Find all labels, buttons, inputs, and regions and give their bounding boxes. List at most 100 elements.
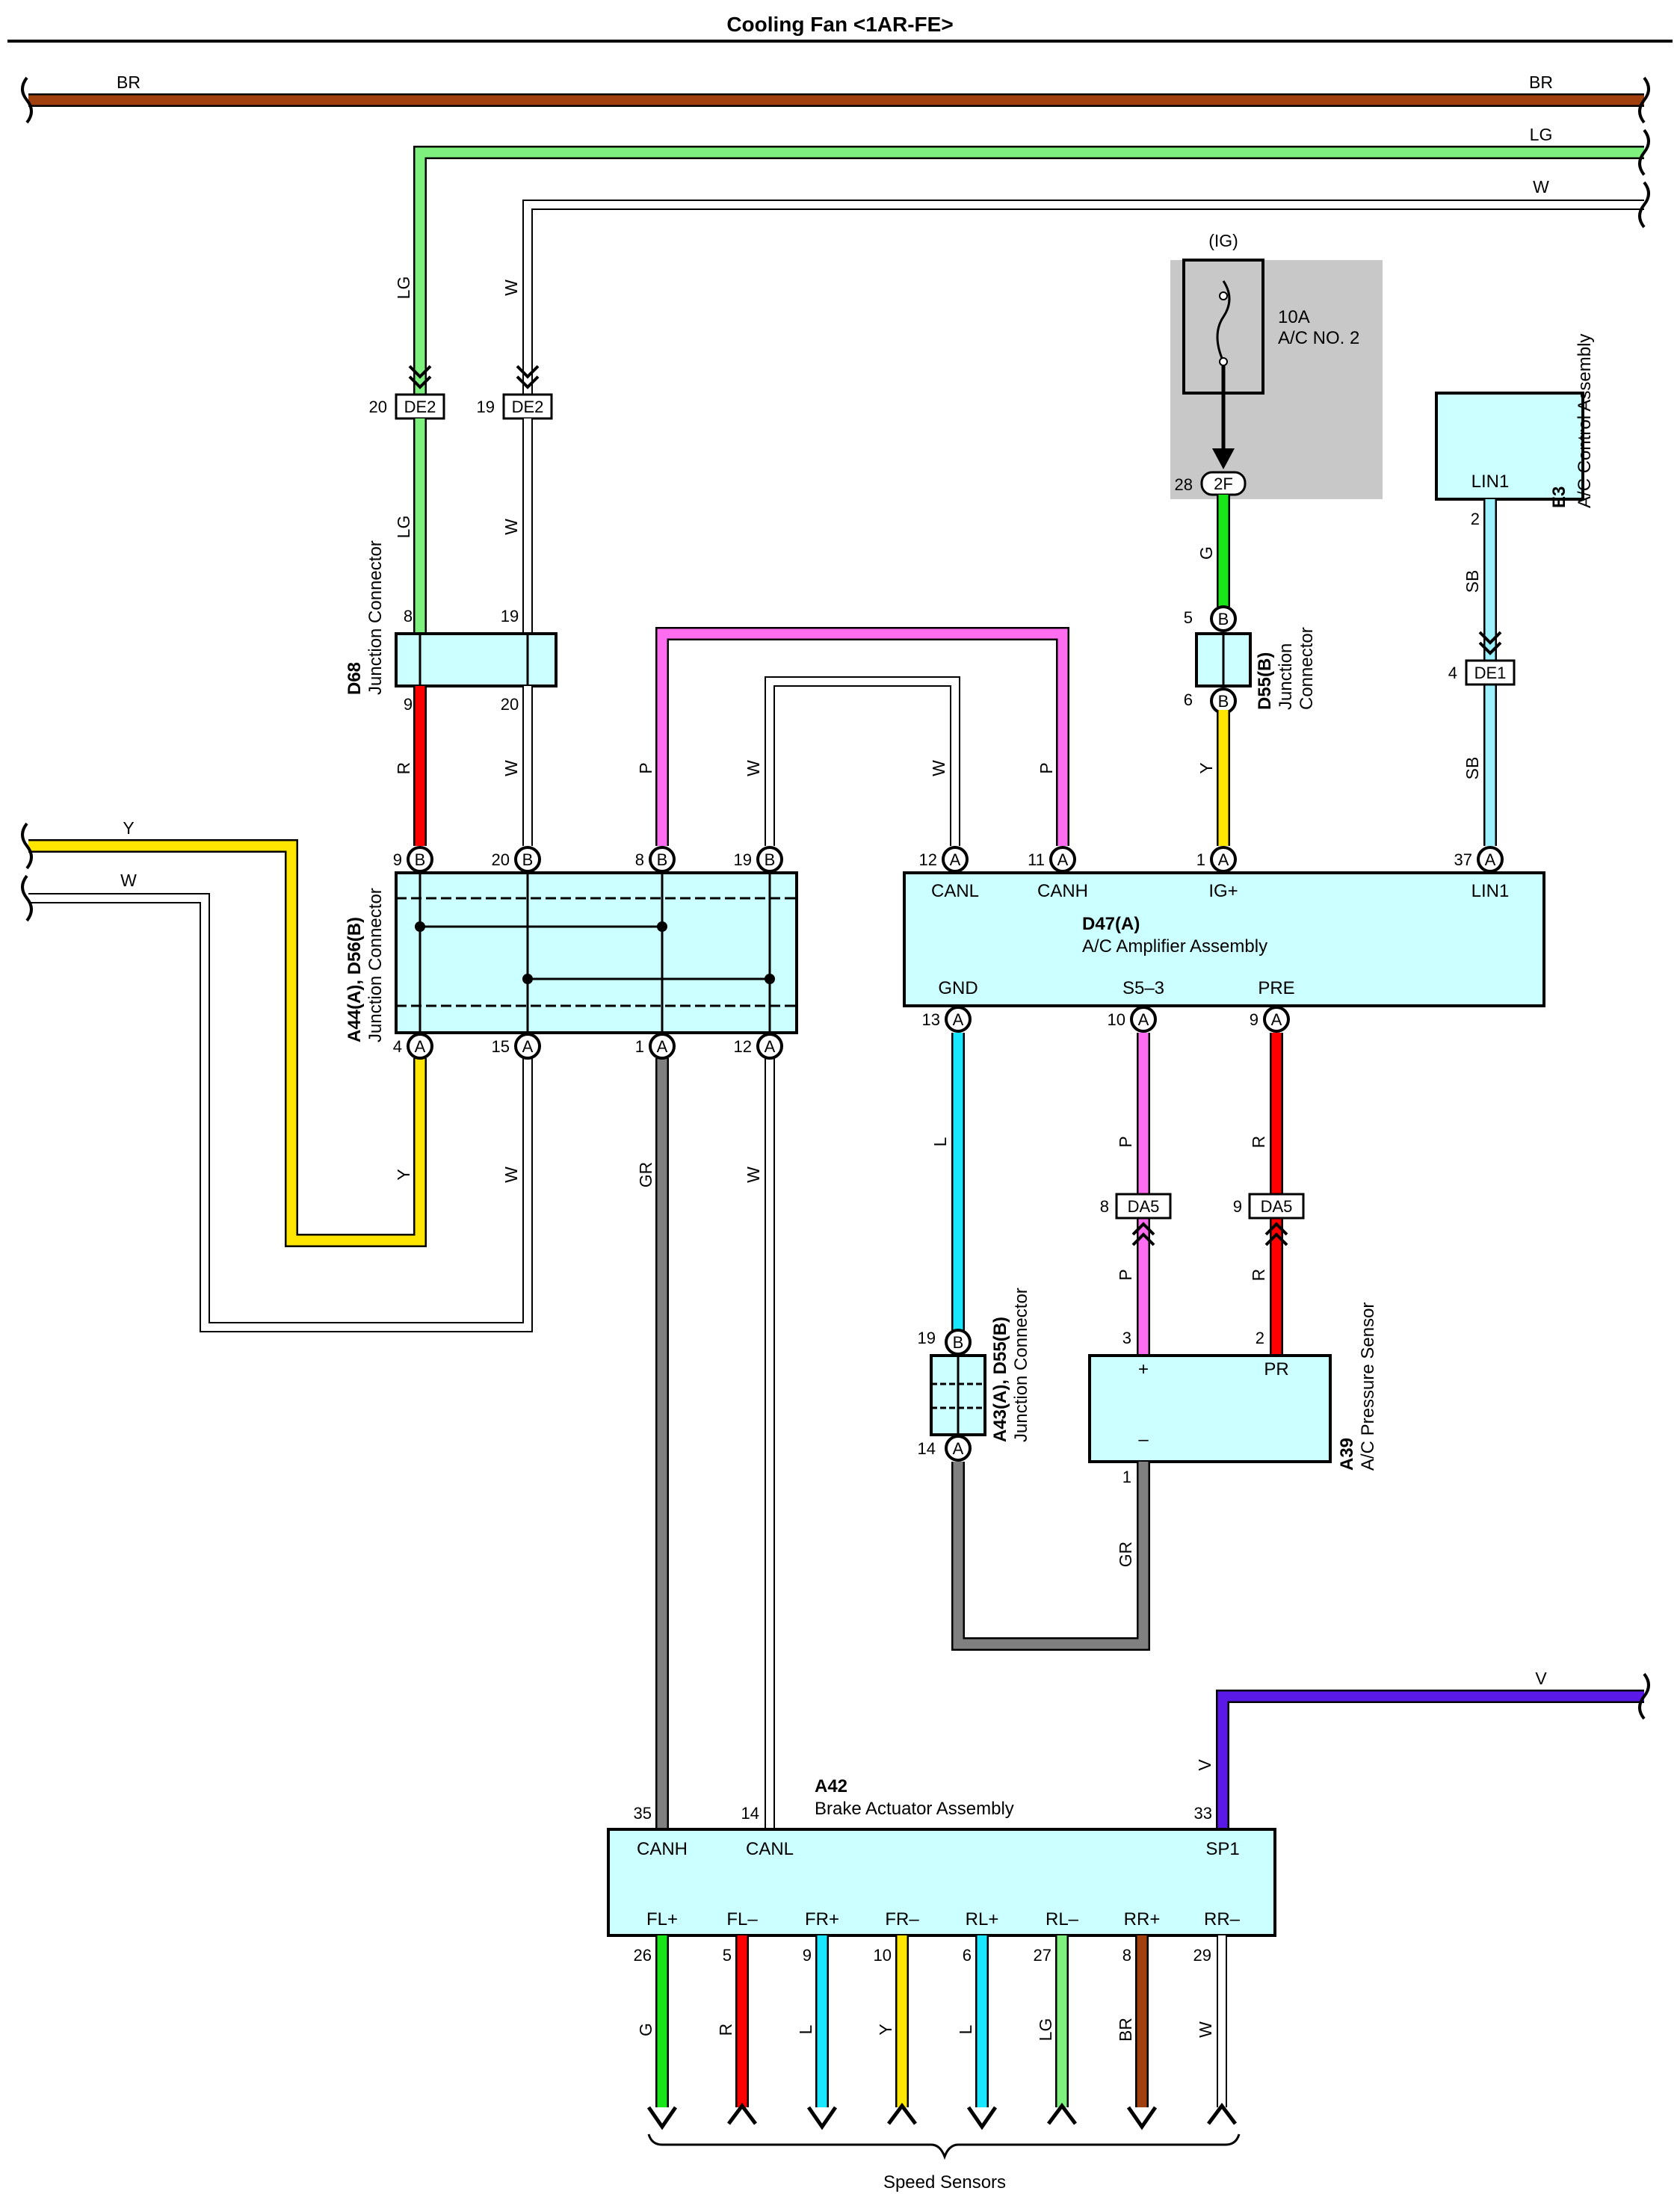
svg-text:RL–: RL–	[1046, 1909, 1079, 1929]
d55b-name-1: Junction	[1276, 643, 1296, 710]
wire-w-loop	[765, 676, 960, 846]
a43-name: Junction Connector	[1011, 1288, 1031, 1442]
svg-text:W: W	[1196, 2021, 1215, 2038]
svg-text:DE2: DE2	[404, 398, 436, 416]
svg-text:A: A	[1271, 1010, 1282, 1029]
svg-text:A: A	[765, 1037, 776, 1056]
connector-de2-19: DE2 19	[477, 365, 553, 420]
a44-pin-top-9: B9	[393, 846, 433, 873]
wire-gr-2	[951, 1462, 1150, 1651]
svg-text:B: B	[953, 1333, 964, 1352]
wire-lg-top	[413, 146, 1644, 404]
svg-text:A: A	[953, 1439, 964, 1458]
svg-text:DE2: DE2	[512, 398, 544, 416]
a42-id: A42	[815, 1776, 847, 1796]
wire-label-l-1: L	[930, 1137, 950, 1146]
svg-text:A: A	[522, 1037, 534, 1056]
a43-id: A43(A), D55(B)	[990, 1317, 1010, 1442]
a42-terminal-6: RL+6L	[956, 1909, 998, 2130]
pin-d68-8: 8	[404, 607, 413, 625]
wire-label-br-right: BR	[1529, 72, 1553, 92]
a42-terminal-29: RR–29W	[1193, 1909, 1241, 2125]
a42-terminal-26: FL+26G	[634, 1909, 678, 2130]
d68-name: Junction Connector	[365, 540, 386, 695]
wire-label-w-3: W	[501, 760, 521, 776]
d55-pin-5-marker: B	[1210, 605, 1237, 632]
d55-pin-6-marker: B	[1210, 687, 1237, 714]
connector-da5-8: DA5 8	[1100, 1193, 1172, 1246]
a42-terminal-5: FL–5R	[716, 1909, 758, 2125]
pin-a39-2: 2	[1256, 1329, 1264, 1347]
svg-text:1: 1	[1196, 850, 1205, 869]
svg-text:29: 29	[1193, 1946, 1211, 1965]
wire-p-loop	[655, 627, 1069, 846]
svg-text:8: 8	[635, 850, 644, 869]
svg-text:10: 10	[874, 1946, 892, 1965]
svg-text:8: 8	[1100, 1197, 1109, 1216]
wire-label-v-1: V	[1195, 1759, 1214, 1771]
diagram-title: Cooling Fan <1AR-FE>	[726, 13, 953, 36]
wire-y-left	[28, 839, 427, 1247]
wire-label-w-5: W	[929, 760, 948, 776]
svg-text:27: 27	[1034, 1946, 1051, 1965]
e3-name: A/C Control Assembly	[1575, 334, 1595, 508]
d47-name: A/C Amplifier Assembly	[1082, 936, 1267, 957]
wire-label-lg-1: LG	[394, 276, 413, 300]
pin-d55-6: 6	[1184, 690, 1193, 709]
svg-text:A: A	[415, 1037, 426, 1056]
svg-text:19: 19	[734, 850, 752, 869]
svg-text:19: 19	[477, 398, 495, 416]
svg-text:9: 9	[1250, 1010, 1259, 1029]
wire-label-br-left: BR	[117, 72, 140, 92]
wire-label-r-3: R	[1249, 1269, 1268, 1282]
a39-name: A/C Pressure Sensor	[1358, 1303, 1378, 1471]
a44-pin-bottom-15: A 15	[492, 1033, 541, 1060]
connector-de2-20: DE2 20	[369, 365, 445, 420]
svg-text:B: B	[765, 850, 776, 869]
svg-text:DA5: DA5	[1261, 1197, 1293, 1216]
a43-pin-14-marker: A	[945, 1435, 972, 1462]
svg-text:FL+: FL+	[646, 1909, 678, 1929]
wire-label-p-3: P	[1116, 1136, 1135, 1147]
a42-name: Brake Actuator Assembly	[815, 1799, 1014, 1819]
fuse-name: A/C NO. 2	[1278, 328, 1359, 348]
svg-text:6: 6	[963, 1946, 972, 1965]
pin-a43-19: 19	[918, 1329, 936, 1347]
a39-term-pr: PR	[1264, 1359, 1288, 1379]
svg-text:BR: BR	[1116, 2018, 1135, 2042]
a44-pin-top-20: B20	[492, 846, 541, 873]
svg-text:13: 13	[922, 1010, 940, 1029]
a44-pin-bottom-1: A1	[635, 1033, 676, 1060]
break-mark-left	[21, 76, 33, 124]
d47-bterm-2: PRE	[1258, 978, 1294, 998]
pin-a43-14: 14	[918, 1439, 936, 1458]
svg-text:4: 4	[393, 1037, 402, 1056]
wire-label-w-left: W	[120, 871, 137, 890]
svg-text:FL–: FL–	[726, 1909, 758, 1929]
d47-pin-top-37: A37	[1454, 846, 1504, 873]
a43-pin-19-marker: B	[945, 1329, 972, 1356]
a42-terminal-8: RR+8BR	[1116, 1909, 1160, 2130]
d55-pin-markers: BB	[1210, 605, 1237, 714]
svg-text:A: A	[657, 1037, 668, 1056]
junction-connector-d68	[395, 632, 558, 687]
wire-label-r-1: R	[394, 762, 413, 775]
speed-sensors-label: Speed Sensors	[883, 2172, 1006, 2193]
svg-text:B: B	[1218, 610, 1229, 628]
d47-bterm-0: GND	[938, 978, 978, 998]
svg-text:15: 15	[492, 1037, 510, 1056]
a39-term-minus: –	[1138, 1430, 1149, 1450]
d47-term-3: LIN1	[1471, 881, 1510, 901]
speed-sensors-brace	[647, 2133, 1241, 2160]
ac-amplifier-assembly-d47	[903, 871, 1545, 1007]
wire-label-g-1: G	[1196, 546, 1216, 560]
svg-text:A: A	[1485, 850, 1496, 869]
pin-d68-9: 9	[404, 695, 413, 714]
d47-pin-top-12: A12	[919, 846, 969, 873]
svg-text:FR–: FR–	[885, 1909, 919, 1929]
svg-text:9: 9	[1233, 1197, 1242, 1216]
svg-text:Y: Y	[876, 2024, 895, 2035]
a42-term-canl: CANL	[746, 1839, 794, 1859]
